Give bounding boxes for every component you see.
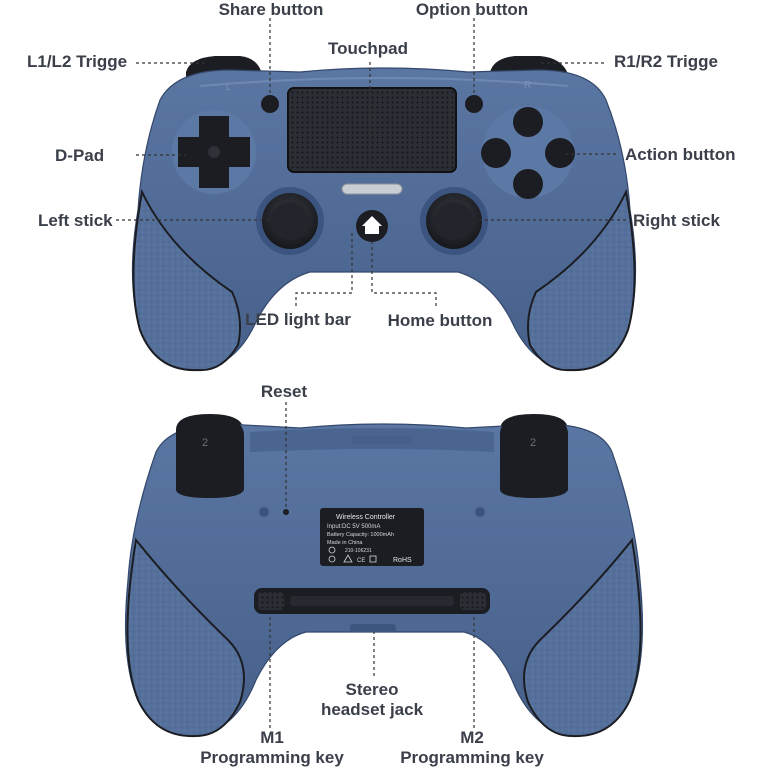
- l1-l2-trigger-label: L1/L2 Trigge: [27, 52, 128, 71]
- back-right-grip: [523, 537, 642, 738]
- right-stick-label: Right stick: [633, 211, 720, 230]
- m1-label-line2: Programming key: [200, 748, 344, 767]
- r-mark: R: [524, 80, 531, 91]
- right-stick: [420, 187, 488, 255]
- share-button: [261, 95, 279, 113]
- d-pad: [172, 110, 256, 194]
- svg-text:CE: CE: [357, 558, 365, 564]
- option-button-label: Option button: [415, 0, 529, 19]
- option-button: [465, 95, 483, 113]
- spec-origin: Made in China: [327, 540, 363, 546]
- action-button-label: Action button: [625, 145, 736, 164]
- reset-label: Reset: [260, 382, 308, 401]
- m1-key: [258, 592, 284, 610]
- share-button-label: Share button: [218, 0, 324, 19]
- spec-input: Input:DC 5V 500mA: [327, 524, 380, 530]
- m2-key: [460, 592, 486, 610]
- led-light-bar: [341, 183, 403, 195]
- led-light-bar-label: LED light bar: [245, 310, 351, 329]
- home-button-label: Home button: [387, 311, 493, 330]
- reset-hole: [283, 509, 289, 515]
- m2-label-line1: M2: [460, 728, 484, 747]
- r1-r2-trigger-label: R1/R2 Trigge: [614, 52, 718, 71]
- m2-label-line2: Programming key: [400, 748, 544, 767]
- l-mark: L: [226, 82, 231, 92]
- right-trigger-mark: 2: [530, 437, 536, 449]
- stereo-headset-jack-label-line2: headset jack: [320, 700, 424, 719]
- m1-label-line1: M1: [260, 728, 284, 747]
- touchpad: [287, 87, 457, 173]
- front-controller: L R: [131, 56, 637, 372]
- left-trigger-mark: 2: [202, 437, 208, 449]
- spec-rohs: RoHS: [393, 557, 412, 564]
- spec-cert: 210-106231: [345, 548, 372, 554]
- d-pad-label: D-Pad: [55, 146, 105, 165]
- right-grip: [527, 188, 636, 372]
- back-left-grip: [126, 537, 245, 738]
- back-paddle-bar: [254, 588, 490, 614]
- touchpad-label: Touchpad: [328, 39, 408, 58]
- left-stick: [256, 187, 324, 255]
- stereo-headset-jack-label-line1: Stereo: [345, 680, 399, 699]
- back-controller: 2 2 Wireless Controller Input:DC 5V 500m…: [124, 414, 644, 738]
- leader-lines: [116, 18, 626, 728]
- headset-jack: [350, 624, 396, 632]
- left-stick-label: Left stick: [38, 211, 113, 230]
- spec-title: Wireless Controller: [336, 514, 396, 521]
- spec-label: Wireless Controller Input:DC 5V 500mA Ba…: [320, 508, 424, 566]
- home-button: [356, 210, 388, 242]
- action-buttons: [481, 106, 575, 199]
- spec-battery: Battery Capacity: 1000mAh: [327, 532, 394, 538]
- left-grip: [132, 188, 241, 372]
